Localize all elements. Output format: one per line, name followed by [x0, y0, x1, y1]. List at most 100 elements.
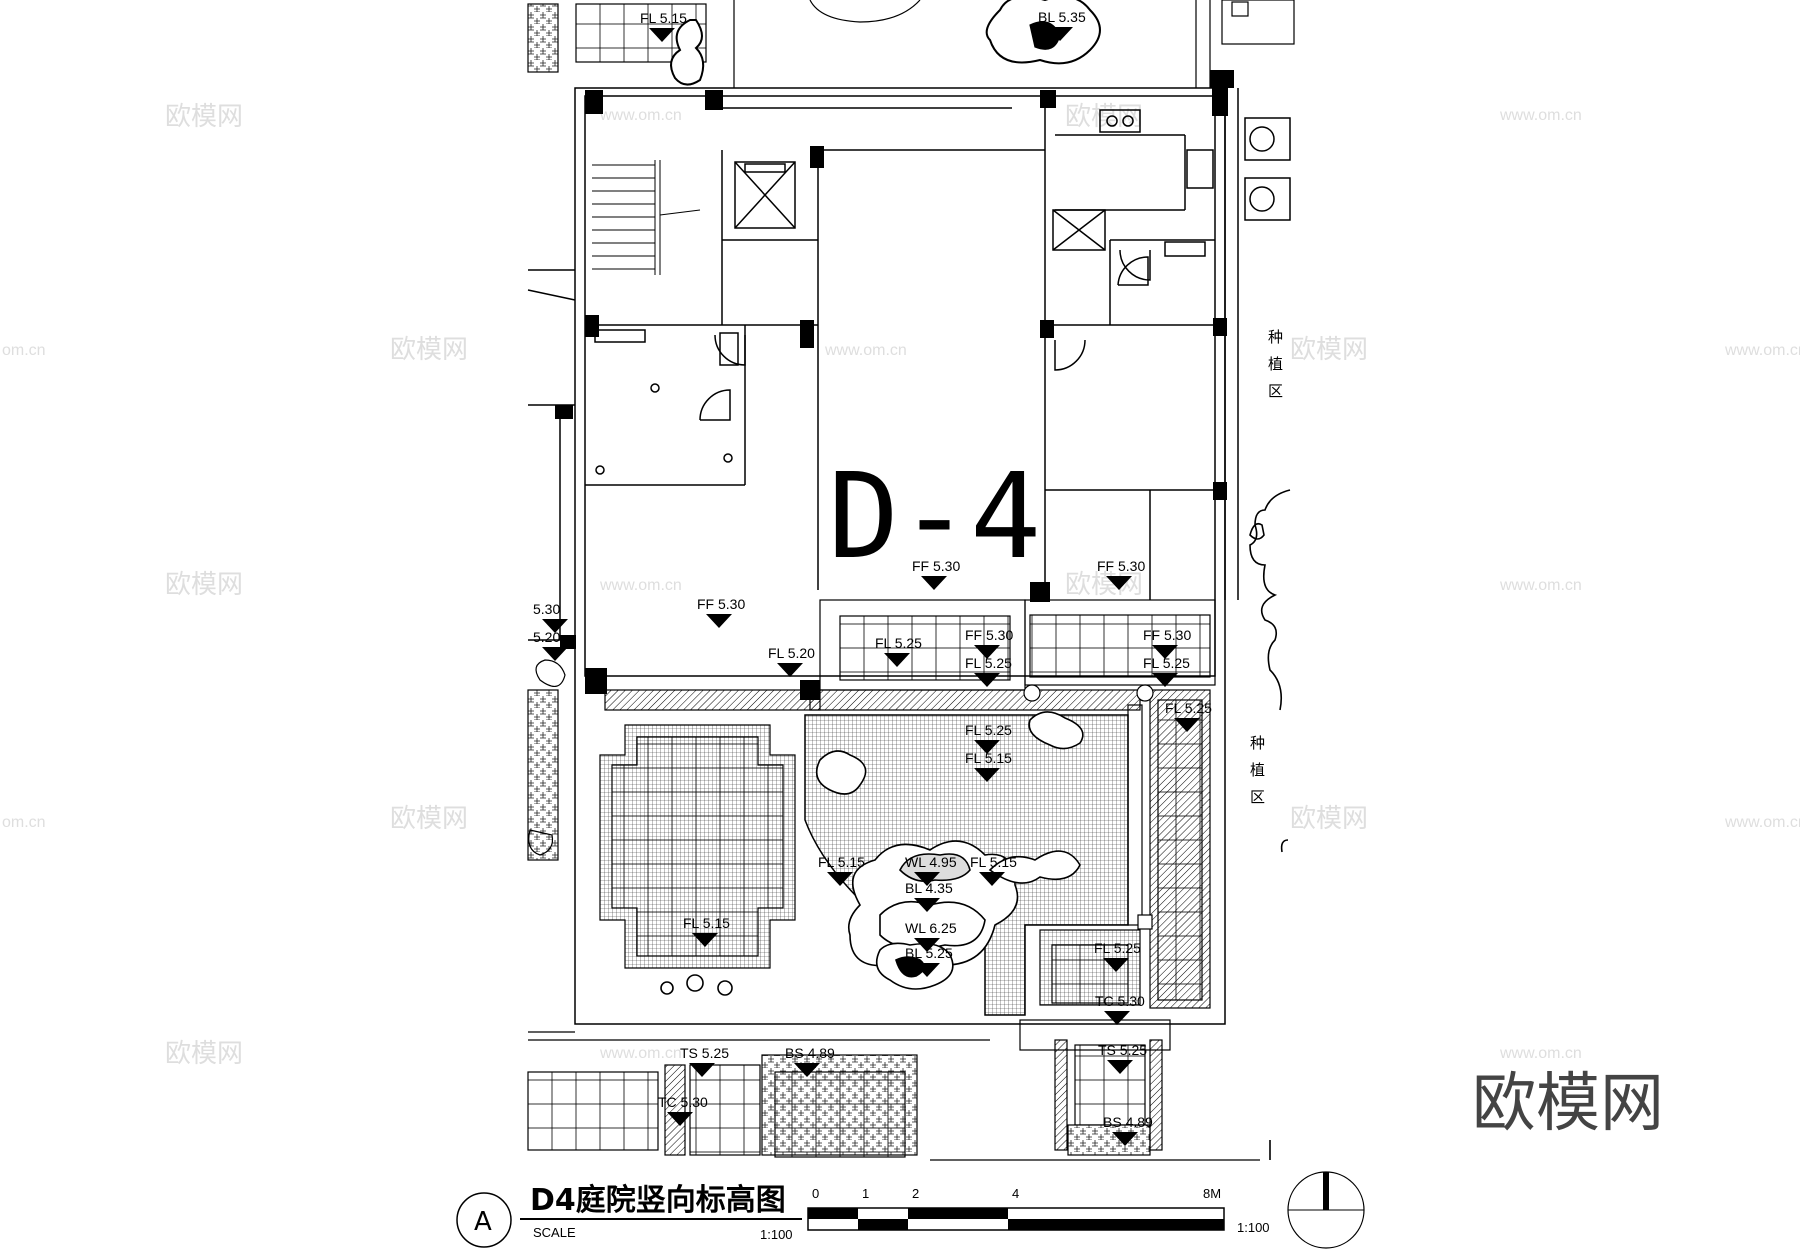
watermark-brand: 欧模网	[1290, 335, 1368, 365]
scale-ratio: 1:100	[760, 1227, 793, 1242]
scale-tick: 0	[812, 1186, 819, 1201]
elevation-triangle-icon	[914, 898, 940, 912]
elevation-label: FF 5.30	[1143, 627, 1191, 643]
elevation-triangle-icon	[794, 1063, 820, 1077]
elevation-label: BS 4.89	[1103, 1114, 1153, 1130]
watermark-url: www.om.cn	[824, 342, 907, 359]
elevation-triangle-icon	[1112, 1132, 1138, 1146]
staircase	[592, 160, 701, 275]
bar-scale-ratio: 1:100	[1237, 1220, 1270, 1235]
section-marker-circle	[456, 1192, 512, 1248]
drawing-title: D4庭院竖向标高图	[530, 1183, 786, 1218]
planting-zone-char: 植	[1268, 355, 1283, 373]
elevation-marker: FL 5.20	[768, 645, 815, 677]
planting-zone-char: 种	[1268, 328, 1283, 346]
elevation-label: 5.30	[533, 601, 560, 617]
elevation-label: BL 5.25	[905, 945, 953, 961]
scale-label: SCALE	[533, 1225, 576, 1240]
elevation-label: FL 5.25	[965, 722, 1012, 738]
left-neighbor	[527, 659, 575, 1033]
elevation-label: WL 4.95	[905, 854, 957, 870]
elevation-triangle-icon	[1104, 1011, 1130, 1025]
planting-zone-label-top: 种 植 区	[1268, 328, 1288, 400]
elevation-marker: FF 5.30	[912, 558, 960, 590]
watermark-url: www.om.cn	[1499, 577, 1582, 594]
elevation-triangle-icon	[1152, 673, 1178, 687]
elevation-triangle-icon	[542, 647, 568, 661]
elevation-marker: FF 5.30	[965, 627, 1013, 659]
elevation-label: TS 5.25	[1098, 1042, 1147, 1058]
title-block: A D4庭院竖向标高图 SCALE 1:100 0 1 2 4 8M 1:100	[456, 1171, 1365, 1249]
elevation-triangle-icon	[689, 1063, 715, 1077]
planting-zone-char: 区	[1250, 788, 1265, 806]
building-walls	[527, 87, 1291, 1025]
elevation-label: FF 5.30	[965, 627, 1013, 643]
elevation-triangle-icon	[1103, 958, 1129, 972]
elevation-marker: TS 5.25	[1098, 1042, 1147, 1074]
elevation-triangle-icon	[884, 653, 910, 667]
planting-area	[1249, 489, 1291, 1160]
elevation-triangle-icon	[914, 963, 940, 977]
elevation-markers: FL 5.15 FF 5.30 FF 5.30 5.30 5.20 FF 5.30 FL 5…	[533, 9, 1212, 1146]
bar-scale: 0 1 2 4 8M 1:100	[807, 1186, 1270, 1235]
scale-tick: 4	[1012, 1186, 1019, 1201]
elevation-triangle-icon	[1106, 576, 1132, 590]
scale-tick: 8M	[1203, 1186, 1221, 1201]
planting-zone-char: 植	[1250, 761, 1265, 779]
watermark-url: www.om.cn	[599, 577, 682, 594]
watermark-url: www.om.cn	[1724, 814, 1800, 831]
elevation-label: FF 5.30	[697, 596, 745, 612]
pond-rockery	[660, 711, 1084, 996]
elevation-triangle-icon	[692, 933, 718, 947]
watermark-brand: 欧模网	[165, 1039, 243, 1069]
watermark-url: www.om.cn	[1499, 1045, 1582, 1062]
section-marker: A	[474, 1207, 492, 1237]
elevation-triangle-icon	[921, 576, 947, 590]
watermark-url: om.cn	[2, 814, 46, 831]
watermark-url: www.om.cn	[599, 1045, 682, 1062]
elevation-marker: FL 5.25	[965, 722, 1012, 754]
elevation-marker: BL 5.35	[1038, 9, 1086, 41]
elevation-triangle-icon	[914, 872, 940, 886]
elevation-marker: TC 5.30	[1095, 993, 1145, 1025]
watermark-url: www.om.cn	[1499, 107, 1582, 124]
elevation-triangle-icon	[974, 645, 1000, 659]
elevation-triangle-icon	[542, 619, 568, 633]
north-arrow-icon	[1287, 1171, 1365, 1249]
elevation-label: TC 5.30	[658, 1094, 708, 1110]
elevation-label: FL 5.15	[970, 854, 1017, 870]
unit-id: D-4	[828, 447, 1041, 585]
elevation-triangle-icon	[974, 740, 1000, 754]
elevation-triangle-icon	[706, 614, 732, 628]
elevation-marker: TC 5.30	[658, 1094, 708, 1126]
watermark-url: www.om.cn	[1724, 342, 1800, 359]
elevation-triangle-icon	[649, 28, 675, 42]
elevation-marker: FL 5.15	[640, 10, 687, 42]
elevation-label: BL 5.35	[1038, 9, 1086, 25]
top-neighbor-strip	[527, 0, 1295, 88]
elevation-label: BS 4.89	[785, 1045, 835, 1061]
elevation-marker: 5.30	[533, 601, 568, 633]
elevation-label: FF 5.30	[912, 558, 960, 574]
elevation-label: WL 6.25	[905, 920, 957, 936]
elevation-marker: FF 5.30	[697, 596, 745, 628]
elevation-marker: BL 5.25	[905, 945, 953, 977]
elevation-triangle-icon	[1152, 645, 1178, 659]
scale-tick: 1	[862, 1186, 869, 1201]
watermark-brand: 欧模网	[165, 570, 243, 600]
watermark-brand: 欧模网	[1290, 804, 1368, 834]
elevation-label: FF 5.30	[1097, 558, 1145, 574]
elevation-label: FL 5.15	[640, 10, 687, 26]
watermark-brand: 欧模网	[1065, 570, 1143, 600]
elevation-marker: 5.20	[533, 629, 568, 661]
planting-zone-char: 区	[1268, 382, 1283, 400]
elevation-triangle-icon	[979, 872, 1005, 886]
elevation-marker: FL 5.25	[1143, 655, 1190, 687]
watermark-brand: 欧模网	[390, 804, 468, 834]
watermark-layer: 欧模网 欧模网 欧模网 欧模网 欧模网 欧模网 欧模网 欧模网 欧模网 www.…	[2, 102, 1800, 1069]
elevation-marker: FL 5.25	[1165, 700, 1212, 732]
brand-watermark: 欧模网	[1472, 1067, 1664, 1141]
elevation-triangle-icon	[1174, 718, 1200, 732]
elevation-marker: FF 5.30	[1143, 627, 1191, 659]
elevation-label: TC 5.30	[1095, 993, 1145, 1009]
